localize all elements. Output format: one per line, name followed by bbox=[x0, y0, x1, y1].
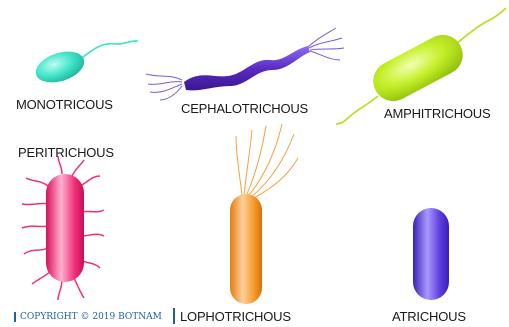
lophotrichous-bacterium bbox=[230, 124, 298, 304]
monotrichous-bacterium bbox=[32, 41, 138, 88]
label-monotrichous: MONOTRICOUS bbox=[16, 97, 113, 112]
atrichous-bacterium bbox=[413, 208, 449, 300]
copyright-notice: COPYRIGHT © 2019 BOTNAM bbox=[14, 312, 162, 322]
label-atrichous: ATRICHOUS bbox=[392, 309, 466, 324]
label-peritrichous: PERITRICHOUS bbox=[18, 145, 114, 160]
cephalotrichous-bacterium bbox=[146, 28, 344, 100]
peritrichous-bacterium bbox=[22, 156, 104, 300]
label-lophotrichous: LOPHOTRICHOUS bbox=[180, 309, 291, 324]
label-cephalotrichous: CEPHALOTRICHOUS bbox=[181, 101, 308, 116]
copyright-separator bbox=[173, 308, 175, 324]
label-amphitrichous: AMPHITRICHOUS bbox=[384, 106, 490, 121]
